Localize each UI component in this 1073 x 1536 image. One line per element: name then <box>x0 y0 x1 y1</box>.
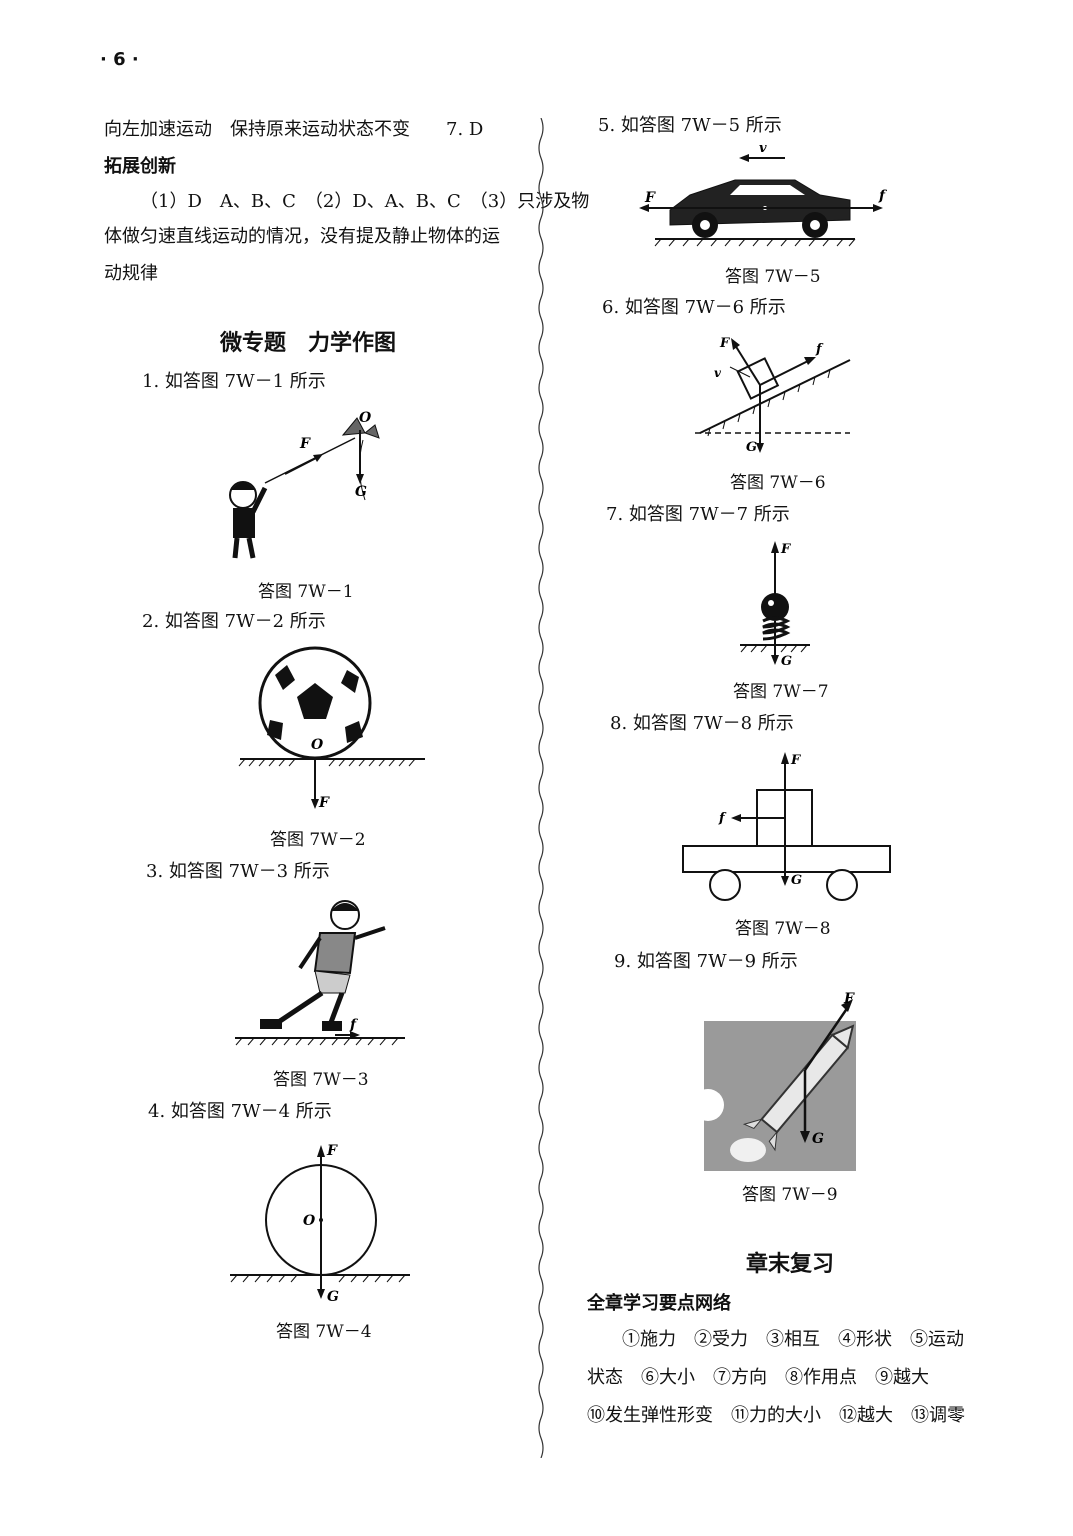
question-9: 9. 如答图 7W－9 所示 <box>614 951 798 972</box>
svg-text:v: v <box>759 141 767 156</box>
caption-6: 答图 7W－6 <box>730 473 826 493</box>
svg-text:G: G <box>781 654 792 669</box>
figure-incline: F f G v <box>695 336 851 455</box>
svg-text:F: F <box>644 190 656 206</box>
svg-text:G: G <box>812 1131 824 1147</box>
svg-text:F: F <box>843 991 855 1007</box>
figure-car: v F f <box>639 141 888 247</box>
extend-line-2: 体做匀速直线运动的情况，没有提及静止物体的运 <box>104 226 500 247</box>
svg-text:G: G <box>746 440 757 455</box>
svg-text:G: G <box>791 873 802 888</box>
question-4: 4. 如答图 7W－4 所示 <box>148 1101 332 1122</box>
answer-line-1: 向左加速运动 保持原来运动状态不变 7. D <box>104 119 484 140</box>
figure-soccer-ball: F O <box>238 646 425 811</box>
page-number: · 6 · <box>100 49 139 70</box>
figure-spring-ball: F G <box>740 541 810 669</box>
figure-cart: F G f <box>682 752 891 901</box>
svg-text:F: F <box>780 542 791 557</box>
svg-text:v: v <box>714 366 722 380</box>
boy-figure <box>229 481 268 559</box>
svg-text:f: f <box>349 1017 359 1033</box>
figure-circle: F G O <box>230 1143 410 1305</box>
caption-5: 答图 7W－5 <box>725 267 821 287</box>
caption-9: 答图 7W－9 <box>742 1185 838 1205</box>
network-line-2: 状态 ⑥大小 ⑦方向 ⑧作用点 ⑨越大 <box>587 1367 929 1388</box>
caption-2: 答图 7W－2 <box>270 830 366 850</box>
network-line-1: ①施力 ②受力 ③相互 ④形状 ⑤运动 <box>622 1329 964 1350</box>
svg-text:F: F <box>326 1143 338 1159</box>
svg-text:O: O <box>303 1213 316 1229</box>
caption-8: 答图 7W－8 <box>735 919 831 939</box>
svg-text:f: f <box>815 342 824 357</box>
svg-text:F: F <box>299 436 311 452</box>
svg-text:F: F <box>790 753 801 768</box>
question-5: 5. 如答图 7W－5 所示 <box>598 115 782 136</box>
caption-1: 答图 7W－1 <box>258 582 354 602</box>
svg-text:f: f <box>878 188 888 204</box>
svg-text:G: G <box>355 484 367 500</box>
section-extend: 拓展创新 <box>104 156 176 177</box>
question-8: 8. 如答图 7W－8 所示 <box>610 713 794 734</box>
question-1: 1. 如答图 7W－1 所示 <box>142 371 326 392</box>
extend-line-1: （1）D A、B、C （2）D、A、B、C （3）只涉及物 <box>140 191 590 212</box>
svg-text:O: O <box>311 737 324 753</box>
figure-rocket: F G <box>700 991 856 1171</box>
svg-text:O: O <box>359 410 372 426</box>
chapter-review-title: 章末复习 <box>746 1252 835 1277</box>
svg-text:f: f <box>718 811 727 826</box>
network-line-3: ⑩发生弹性形变 ⑪力的大小 ⑫越大 ⑬调零 <box>587 1405 965 1426</box>
topic-title: 微专题 力学作图 <box>220 331 397 356</box>
figure-kite: F G O <box>229 410 380 559</box>
network-title: 全章学习要点网络 <box>587 1293 731 1314</box>
column-divider <box>538 118 544 1458</box>
svg-text:F: F <box>719 336 730 351</box>
question-7: 7. 如答图 7W－7 所示 <box>606 504 790 525</box>
extend-line-3: 动规律 <box>104 263 158 284</box>
question-2: 2. 如答图 7W－2 所示 <box>142 611 326 632</box>
question-3: 3. 如答图 7W－3 所示 <box>146 861 330 882</box>
caption-3: 答图 7W－3 <box>273 1070 369 1090</box>
figure-runner: f <box>235 900 405 1046</box>
caption-4: 答图 7W－4 <box>276 1322 372 1342</box>
question-6: 6. 如答图 7W－6 所示 <box>602 297 786 318</box>
svg-text:F: F <box>318 795 330 811</box>
svg-text:G: G <box>327 1289 339 1305</box>
caption-7: 答图 7W－7 <box>733 682 829 702</box>
